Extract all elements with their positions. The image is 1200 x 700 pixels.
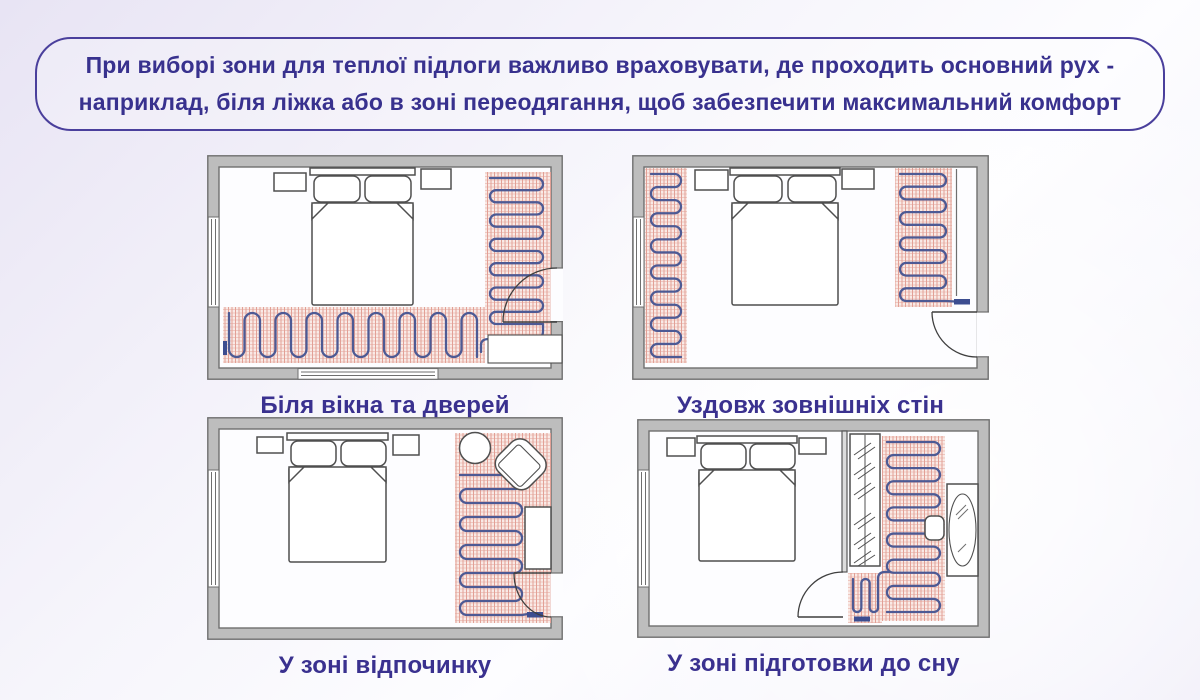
floor-plan-drawing-2 [632, 155, 989, 380]
partition-wall [841, 430, 848, 573]
window-symbol [297, 368, 439, 380]
blanket-fold [288, 466, 306, 484]
plan-caption: У зоні відпочинку [278, 652, 492, 679]
blanket-fold [820, 202, 839, 221]
header-note: При виборі зони для теплої підлоги важли… [35, 37, 1165, 131]
nightstand [256, 436, 284, 454]
thermostat-sensor [854, 616, 870, 622]
pillow [787, 175, 837, 203]
window-symbol [207, 469, 220, 588]
heating-cable [649, 172, 957, 359]
bed [696, 435, 798, 562]
blanket-fold [369, 466, 387, 484]
floor-plan-window-door: Біля вікна та дверей [207, 155, 563, 420]
thermostat-sensor [527, 612, 543, 618]
armchair [494, 438, 547, 491]
plan-caption: У зоні підготовки до сну [667, 650, 960, 677]
blanket-fold [731, 202, 750, 221]
pillow [340, 440, 387, 467]
side-table [524, 506, 552, 570]
round-table [458, 431, 492, 465]
blanket-fold [778, 469, 796, 487]
headboard [696, 435, 798, 444]
nightstand [841, 168, 875, 190]
pillow [364, 175, 412, 203]
stool [924, 515, 945, 541]
nightstand [392, 434, 420, 456]
pillow [700, 443, 747, 470]
nightstand [420, 168, 452, 190]
pillow [313, 175, 361, 203]
floor-plan-drawing-4 [637, 419, 990, 638]
pillow [749, 443, 796, 470]
mirror-icon [948, 493, 977, 567]
door-swing [931, 311, 989, 358]
wardrobe-sliding [849, 433, 881, 567]
window-symbol [632, 216, 645, 308]
nightstand [694, 169, 729, 191]
window-symbol [207, 216, 220, 308]
floor-plan-external-walls: Уздовж зовнішніх стін [632, 155, 989, 420]
plan-caption: Біля вікна та дверей [260, 392, 510, 419]
pillow [290, 440, 337, 467]
nightstand [798, 437, 827, 455]
plan-caption: Уздовж зовнішніх стін [676, 392, 945, 419]
headboard [286, 432, 389, 441]
door-swing [797, 571, 844, 618]
headboard [309, 167, 416, 176]
headboard [729, 167, 841, 176]
floor-plan-rest-zone: У зоні відпочинку [207, 417, 563, 680]
nightstand [666, 437, 696, 457]
bed [286, 432, 389, 563]
blanket-fold [698, 469, 716, 487]
floor-plan-drawing-3 [207, 417, 563, 640]
bed [309, 167, 416, 306]
thermostat-sensor [223, 341, 227, 355]
blanket-fold [311, 202, 330, 221]
door-clearance-area [487, 334, 563, 364]
thermostat-sensor [954, 299, 970, 305]
door-swing [513, 572, 563, 618]
blanket-fold [395, 202, 414, 221]
floor-plan-drawing-1 [207, 155, 563, 380]
bed [729, 167, 841, 306]
nightstand [273, 172, 307, 192]
dressing-table [946, 483, 979, 577]
header-text: При виборі зони для теплої підлоги важли… [78, 51, 1122, 115]
floor-plan-sleep-prep: У зоні підготовки до сну [637, 419, 990, 678]
door-swing [502, 267, 563, 323]
pillow [733, 175, 783, 203]
window-symbol [637, 469, 650, 588]
